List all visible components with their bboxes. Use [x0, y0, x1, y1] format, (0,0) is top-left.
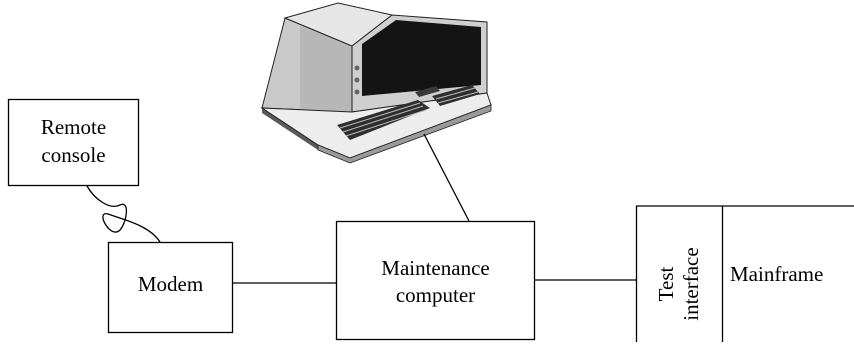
maintenance-computer-label-line2: computer	[395, 283, 476, 307]
modem-label: Modem	[137, 272, 204, 296]
test-interface-label: Test interface	[654, 224, 704, 344]
remote-console-label: Remote console	[8, 113, 139, 169]
remote-console-box	[7, 98, 140, 187]
terminal-link	[423, 133, 470, 222]
modem-box	[107, 241, 234, 334]
modem-cable	[86, 185, 161, 243]
remote-console-label-line2: console	[41, 143, 106, 167]
test-interface-label-line1: Test	[654, 266, 678, 302]
remote-console-label-line1: Remote	[40, 115, 107, 139]
maintenance-computer-label: Maintenance computer	[336, 255, 535, 309]
test-interface-label-line2: interface	[679, 247, 703, 321]
maintenance-computer-label-line1: Maintenance	[381, 256, 490, 280]
mainframe-label: Mainframe	[730, 262, 824, 286]
computer-terminal-icon	[260, 2, 492, 164]
maintenance-computer-box	[335, 220, 536, 341]
